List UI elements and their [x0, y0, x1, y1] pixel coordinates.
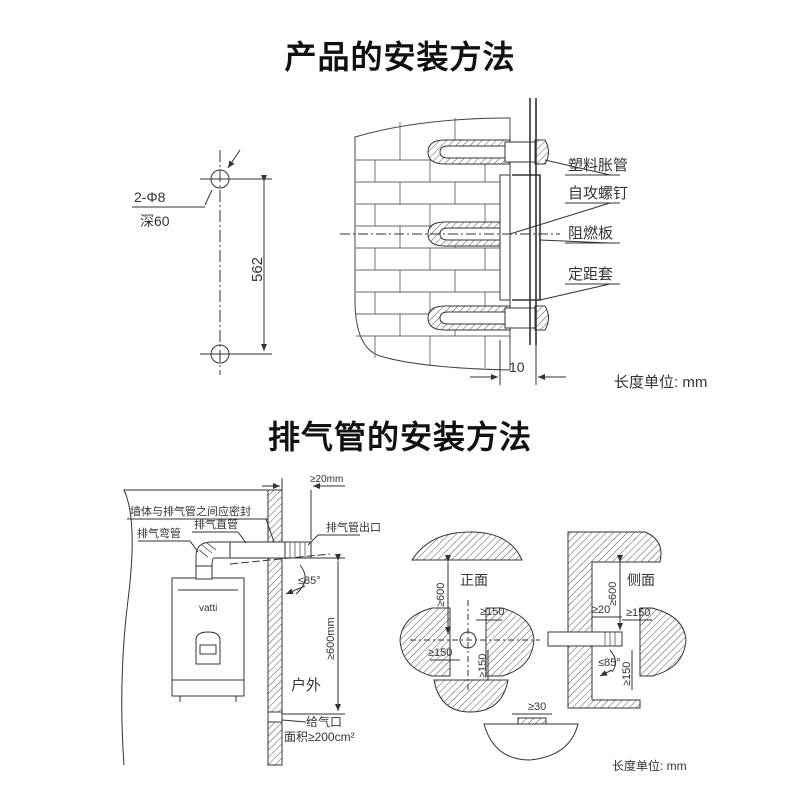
anchor-top: [427, 139, 549, 165]
label-spacer: 定距套: [568, 266, 613, 283]
front-d600: ≥600: [435, 583, 447, 607]
dim-gap-20mm: ≥20mm: [310, 474, 343, 485]
label-fire-board: 阻燃板: [568, 224, 613, 242]
label-outlet: 排气管出口: [326, 520, 381, 534]
elbow-pipe: [195, 541, 231, 567]
label-inlet-area: 面积≥200cm²: [284, 730, 355, 744]
label-self-tapping-screw: 自攻螺钉: [568, 185, 628, 202]
front-view: ≥600 正面 ≥150 ≥150 ≥150 ≥30: [399, 531, 579, 761]
spacer-dimension: 10: [509, 359, 525, 375]
wall-section: 塑料胀管 自攻螺钉 阻燃板 定距套 10: [340, 98, 628, 385]
hole-spacing: 562: [249, 257, 266, 282]
room-wall: [121, 489, 269, 766]
unit-note-top: 长度单位: mm: [614, 374, 707, 391]
side-view: ≥600 侧面 ≥20 ≥150 ≤85° ≥150: [547, 531, 687, 709]
label-elbow: 排气弯管: [137, 526, 181, 540]
unit-note-bottom: 长度单位: mm: [612, 758, 687, 773]
fire-board: [499, 174, 511, 301]
front-view-title: 正面: [460, 572, 488, 588]
front-top-block: [411, 531, 523, 561]
side-pipe: [547, 631, 623, 647]
side-d150-bottom: ≥150: [621, 662, 633, 686]
side-wall: [567, 531, 662, 709]
front-bottom-block: [433, 679, 509, 713]
water-heater: [171, 577, 245, 697]
front-d150-left: ≥150: [428, 647, 452, 659]
front-left-block: [399, 607, 451, 677]
hole-spec: 2-Φ8: [134, 189, 166, 205]
front-right-block: [485, 607, 535, 677]
side-d600: ≥600: [607, 582, 619, 606]
label-plastic-anchor: 塑料胀管: [568, 157, 628, 174]
label-outdoor: 户外: [291, 677, 321, 694]
exhaust-install-diagram: vatti ≥20mm 墙体与排气管之间应密封 排气弯管 排气直管 排气管出口 …: [121, 474, 381, 766]
label-straight-pipe: 排气直管: [194, 517, 238, 531]
bottom-slab: [483, 723, 579, 761]
exhaust-install-title: 排气管的安装方法: [267, 419, 532, 455]
side-view-title: 侧面: [627, 572, 655, 588]
product-install-title: 产品的安装方法: [284, 39, 516, 75]
hole-depth: 深60: [140, 213, 170, 229]
heater-brand: vatti: [199, 603, 217, 614]
hole-template: 2-Φ8 深60 562: [132, 149, 272, 375]
side-d150: ≥150: [626, 607, 650, 619]
dim-angle-85: ≤85°: [298, 575, 321, 587]
anchor-bottom: [427, 305, 549, 331]
front-d30: ≥30: [528, 701, 546, 713]
side-right-block: [639, 607, 687, 677]
label-air-inlet: 给气口: [306, 714, 342, 729]
front-d150-right: ≥150: [480, 606, 504, 618]
side-angle-85: ≤85°: [598, 657, 621, 669]
dim-height-600: ≥600mm: [325, 617, 337, 660]
side-d20: ≥20: [592, 604, 610, 616]
front-d150-bottom: ≥150: [477, 654, 489, 678]
label-wall-seal: 墙体与排气管之间应密封: [130, 504, 251, 518]
